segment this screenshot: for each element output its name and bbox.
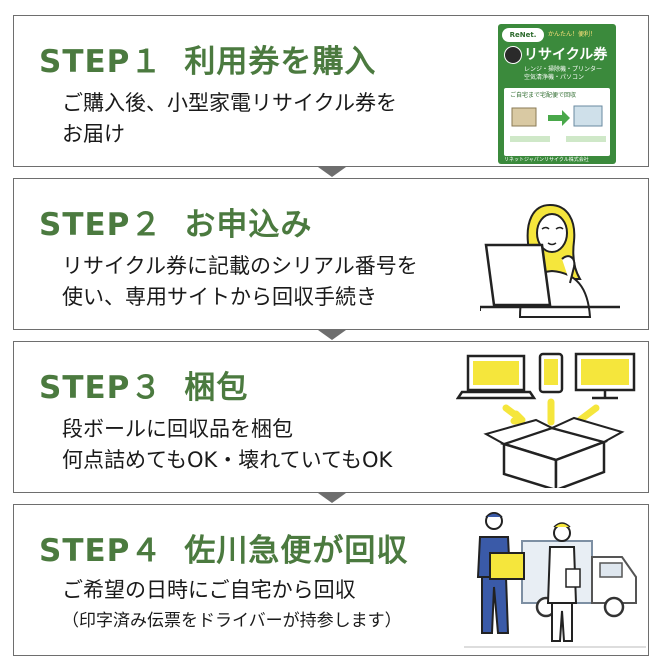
delivery-workers-truck-icon	[464, 512, 646, 648]
ticket-panel: ご自宅まで宅配便で回収	[504, 88, 610, 156]
woman-at-laptop-icon	[480, 203, 620, 318]
ticket-subtitle-line: 空気清浄機・パソコン	[524, 74, 585, 81]
ticket-name: リサイクル券	[524, 47, 608, 63]
description-line: リサイクル券に記載のシリアル番号を	[62, 254, 418, 278]
devices-into-box-icon	[456, 352, 636, 488]
ticket-panel-text: ご自宅まで宅配便で回収	[510, 92, 577, 99]
step-heading: 利用券を購入	[184, 44, 377, 80]
description-line: お届け	[62, 122, 125, 146]
ticket-tagline: かんたん！便利！	[548, 31, 597, 38]
description-line: ご希望の日時にご自宅から回収	[62, 578, 356, 602]
ticket-logo: ReNet.	[502, 28, 544, 42]
step-2-description: リサイクル券に記載のシリアル番号を 使い、専用サイトから回収手続き	[62, 251, 418, 313]
ticket-footer: リネットジャパンリサイクル株式会社	[504, 157, 589, 163]
step-number: STEP４	[39, 533, 163, 569]
step-arrow	[318, 330, 346, 340]
ticket-subtitle: レンジ・掃除機・プリンター 空気清浄機・パソコン	[524, 66, 602, 82]
step-4-description: ご希望の日時にご自宅から回収 （印字済み伝票をドライバーが持参します）	[62, 575, 402, 637]
step-arrow	[318, 493, 346, 503]
step-3-title: STEP３ 梱包	[39, 362, 248, 407]
step-1-card: STEP１ 利用券を購入 ご購入後、小型家電リサイクル券を お届け ReNet. …	[13, 15, 649, 167]
ticket-subtitle-line: レンジ・掃除機・プリンター	[524, 66, 603, 73]
ticket-illustration-icon	[510, 105, 606, 142]
step-3-description: 段ボールに回収品を梱包 何点詰めてもOK・壊れていてもOK	[62, 414, 392, 476]
step-1-description: ご購入後、小型家電リサイクル券を お届け	[62, 88, 397, 150]
step-4-card: STEP４ 佐川急便が回収 ご希望の日時にご自宅から回収 （印字済み伝票をドライバ…	[13, 504, 649, 656]
description-line: （印字済み伝票をドライバーが持参します）	[62, 611, 402, 631]
recycle-ticket-icon: ReNet. かんたん！便利！ リサイクル券 レンジ・掃除機・プリンター 空気清…	[498, 24, 616, 164]
step-arrow	[318, 167, 346, 177]
step-3-card: STEP３ 梱包 段ボールに回収品を梱包 何点詰めてもOK・壊れていてもOK	[13, 341, 649, 493]
step-2-title: STEP２ お申込み	[39, 199, 312, 244]
step-number: STEP３	[39, 370, 163, 406]
step-1-title: STEP１ 利用券を購入	[39, 36, 376, 81]
step-number: STEP２	[39, 207, 163, 243]
description-line: 段ボールに回収品を梱包	[62, 417, 293, 441]
step-number: STEP１	[39, 44, 163, 80]
step-2-card: STEP２ お申込み リサイクル券に記載のシリアル番号を 使い、専用サイトから回収…	[13, 178, 649, 330]
step-heading: 梱包	[184, 370, 249, 406]
description-line: 何点詰めてもOK・壊れていてもOK	[62, 448, 393, 472]
step-heading: お申込み	[184, 207, 313, 243]
description-line: ご購入後、小型家電リサイクル券を	[62, 91, 397, 115]
recycle-badge-icon	[504, 46, 522, 64]
step-4-title: STEP４ 佐川急便が回収	[39, 525, 408, 570]
step-heading: 佐川急便が回収	[184, 533, 409, 569]
description-line: 使い、専用サイトから回収手続き	[62, 285, 377, 309]
